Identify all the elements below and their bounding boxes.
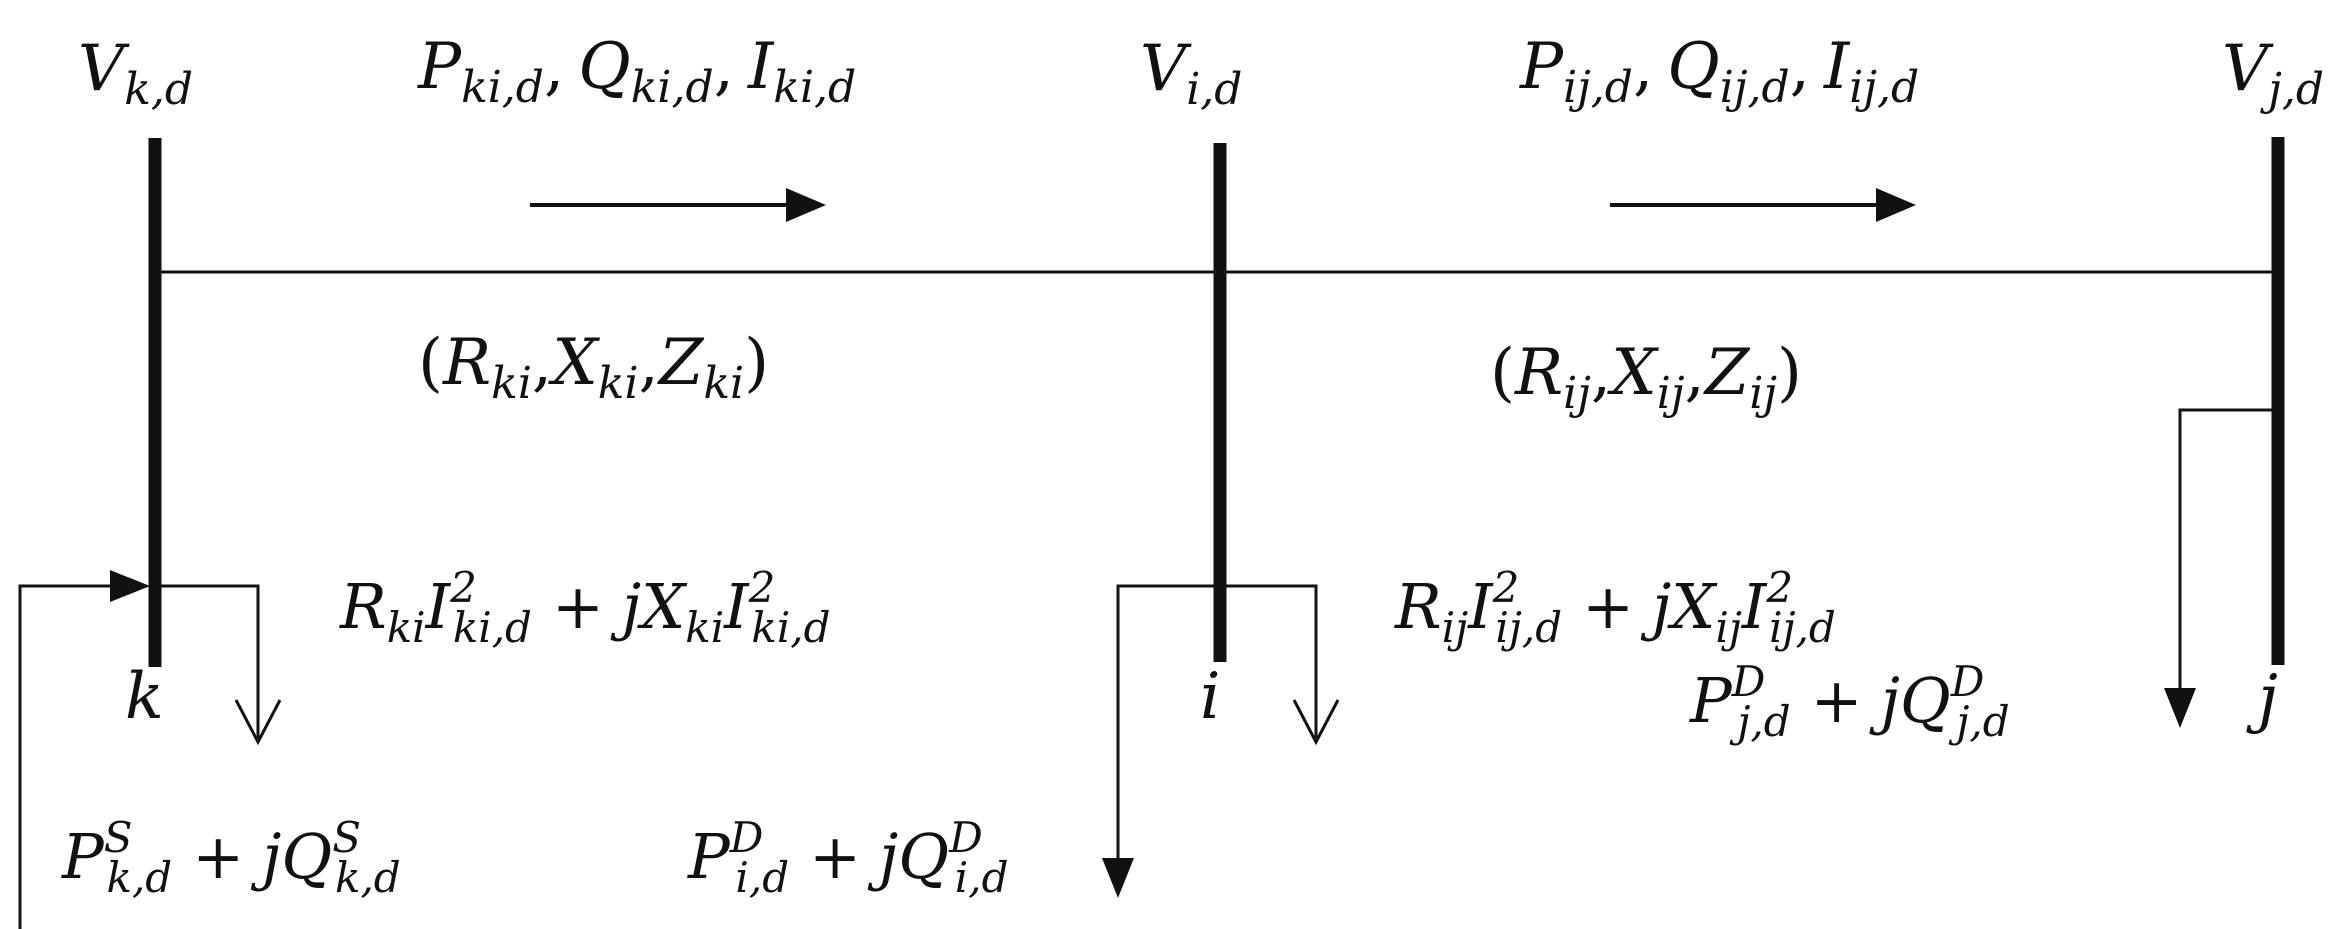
flow-label-ij: Pij,d,Qij,d,Iij,d <box>1519 30 1919 113</box>
loss-arrow-k <box>158 584 282 746</box>
impedance-label-ij: (Rij,Xij,Zij) <box>1490 336 1802 419</box>
supply-arrow-k <box>18 570 150 929</box>
bus-j-label: j <box>2246 662 2278 736</box>
bus-i-voltage: Vi,d <box>1140 32 1242 115</box>
bus-k-voltage: Vk,d <box>78 32 193 115</box>
bus-j-voltage: Vj,d <box>2222 32 2324 115</box>
impedance-label-ki: (Rki,Xki,Zki) <box>418 326 769 409</box>
bus-k-label: k <box>125 660 164 734</box>
flow-arrow-ki <box>530 188 826 222</box>
demand-arrow-i <box>1102 584 1220 898</box>
flow-arrow-ij <box>1610 188 1916 222</box>
loss-arrow-i <box>1222 584 1340 746</box>
bus-i-label: i <box>1200 660 1220 734</box>
demand-arrow-j <box>2164 408 2275 728</box>
flow-label-ki: Pki,d,Qki,d,Iki,d <box>417 30 856 113</box>
